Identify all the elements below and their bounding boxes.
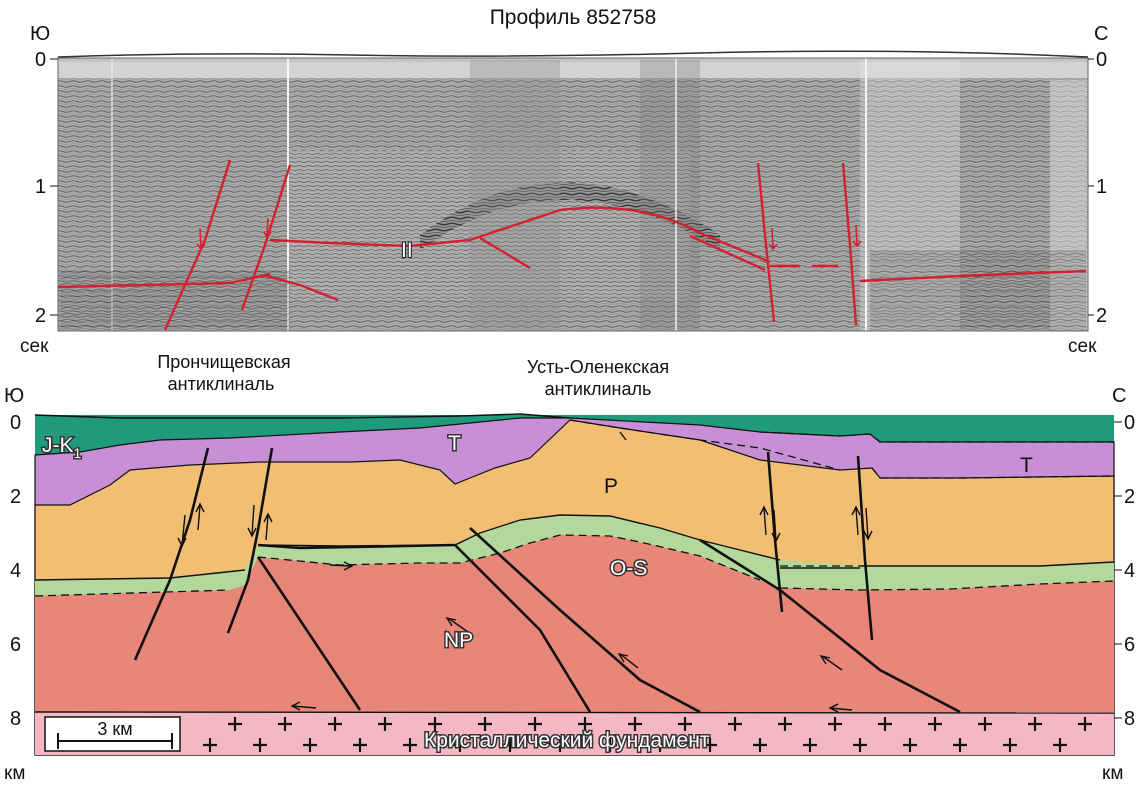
basement-cross xyxy=(428,717,442,731)
section-left-unit: км xyxy=(4,763,25,784)
section-right-unit: км xyxy=(1102,763,1123,784)
seismic-right-direction: С xyxy=(1094,23,1108,45)
label-os: O-S xyxy=(610,557,647,580)
basement-cross xyxy=(728,717,742,731)
basement-cross xyxy=(353,738,367,752)
basement-cross xyxy=(553,738,567,752)
section-right-direction: С xyxy=(1112,385,1126,407)
label-p: P xyxy=(604,475,618,498)
seismic-left-tick: 2 xyxy=(35,305,46,327)
scale-bar: 3 км xyxy=(44,716,181,752)
section-left-tick: 8 xyxy=(10,708,21,730)
section-right-tick: 8 xyxy=(1124,708,1135,730)
basement-cross xyxy=(803,738,817,752)
basement-cross xyxy=(203,738,217,752)
seismic-panel: Профиль 852758 Ю С xyxy=(20,6,1108,357)
basement-crosses xyxy=(203,717,1092,752)
label-t-right: T xyxy=(1020,454,1033,477)
basement-cross xyxy=(228,717,242,731)
scale-bar-label: 3 км xyxy=(97,719,132,739)
label-np: NP xyxy=(444,629,473,652)
basement-cross xyxy=(703,738,717,752)
section-right-axis: 0 2 4 6 8 км xyxy=(1102,412,1135,784)
seismic-right-tick: 2 xyxy=(1096,305,1107,327)
basement-cross xyxy=(828,717,842,731)
basement-cross xyxy=(603,738,617,752)
layer-np xyxy=(35,535,1114,755)
section-left-tick: 6 xyxy=(10,634,21,656)
geologic-section: Ю С xyxy=(4,385,1135,784)
seismic-title: Профиль 852758 xyxy=(490,6,657,29)
basement-cross xyxy=(278,717,292,731)
seismic-right-unit: сек xyxy=(1068,336,1097,357)
section-right-tick: 6 xyxy=(1124,634,1135,656)
label-t-left: T xyxy=(448,432,461,455)
section-right-tick: 4 xyxy=(1124,560,1135,582)
basement-cross xyxy=(678,717,692,731)
anticline-labels: Прончищевская антиклиналь Усть-Оленекска… xyxy=(157,352,669,399)
basement-cross xyxy=(503,738,517,752)
right-anticline-type: антиклиналь xyxy=(545,379,652,399)
label-jk: J-K1 xyxy=(42,434,82,461)
seismic-left-unit: сек xyxy=(20,336,49,357)
basement-cross xyxy=(903,738,917,752)
basement-cross xyxy=(978,717,992,731)
section-right-tick: 0 xyxy=(1124,412,1135,434)
seismic-left-tick: 1 xyxy=(35,176,46,198)
basement-cross xyxy=(253,738,267,752)
basement-cross xyxy=(953,738,967,752)
basement-cross xyxy=(1003,738,1017,752)
right-anticline-name: Усть-Оленекская xyxy=(527,357,669,377)
left-anticline-type: антиклиналь xyxy=(168,374,275,394)
section-left-tick: 2 xyxy=(10,486,21,508)
basement-cross xyxy=(453,738,467,752)
seismic-left-direction: Ю xyxy=(30,23,50,45)
basement-cross xyxy=(853,738,867,752)
seismic-right-axis: 0 1 2 сек xyxy=(1068,49,1107,357)
basement-cross xyxy=(328,717,342,731)
label-basement: Кристаллический фундамент xyxy=(424,729,710,752)
seismic-interpretation xyxy=(57,159,1087,331)
seismic-left-tick: 0 xyxy=(35,49,46,71)
basement-cross xyxy=(1028,717,1042,731)
basement-cross xyxy=(578,717,592,731)
section-left-tick: 4 xyxy=(10,560,21,582)
left-anticline-name: Прончищевская xyxy=(157,352,290,372)
basement-cross xyxy=(478,717,492,731)
basement-cross xyxy=(653,738,667,752)
basement-cross xyxy=(303,738,317,752)
seismic-image xyxy=(58,58,1088,331)
section-left-axis: 0 2 4 6 8 км xyxy=(4,412,25,784)
basement-cross xyxy=(528,717,542,731)
basement-cross xyxy=(628,717,642,731)
section-left-direction: Ю xyxy=(4,385,24,407)
basement-cross xyxy=(378,717,392,731)
basement-cross xyxy=(1078,717,1092,731)
seismic-right-tick: 0 xyxy=(1096,49,1107,71)
seismic-right-tick: 1 xyxy=(1096,176,1107,198)
basement-cross xyxy=(753,738,767,752)
seismic-left-axis: 0 1 2 сек xyxy=(20,49,58,357)
section-left-tick: 0 xyxy=(10,412,21,434)
basement-cross xyxy=(1053,738,1067,752)
section-right-tick: 2 xyxy=(1124,486,1135,508)
basement-cross xyxy=(778,717,792,731)
basement-cross xyxy=(403,738,417,752)
horizon-label: II xyxy=(401,239,413,262)
basement-cross xyxy=(878,717,892,731)
basement-cross xyxy=(928,717,942,731)
